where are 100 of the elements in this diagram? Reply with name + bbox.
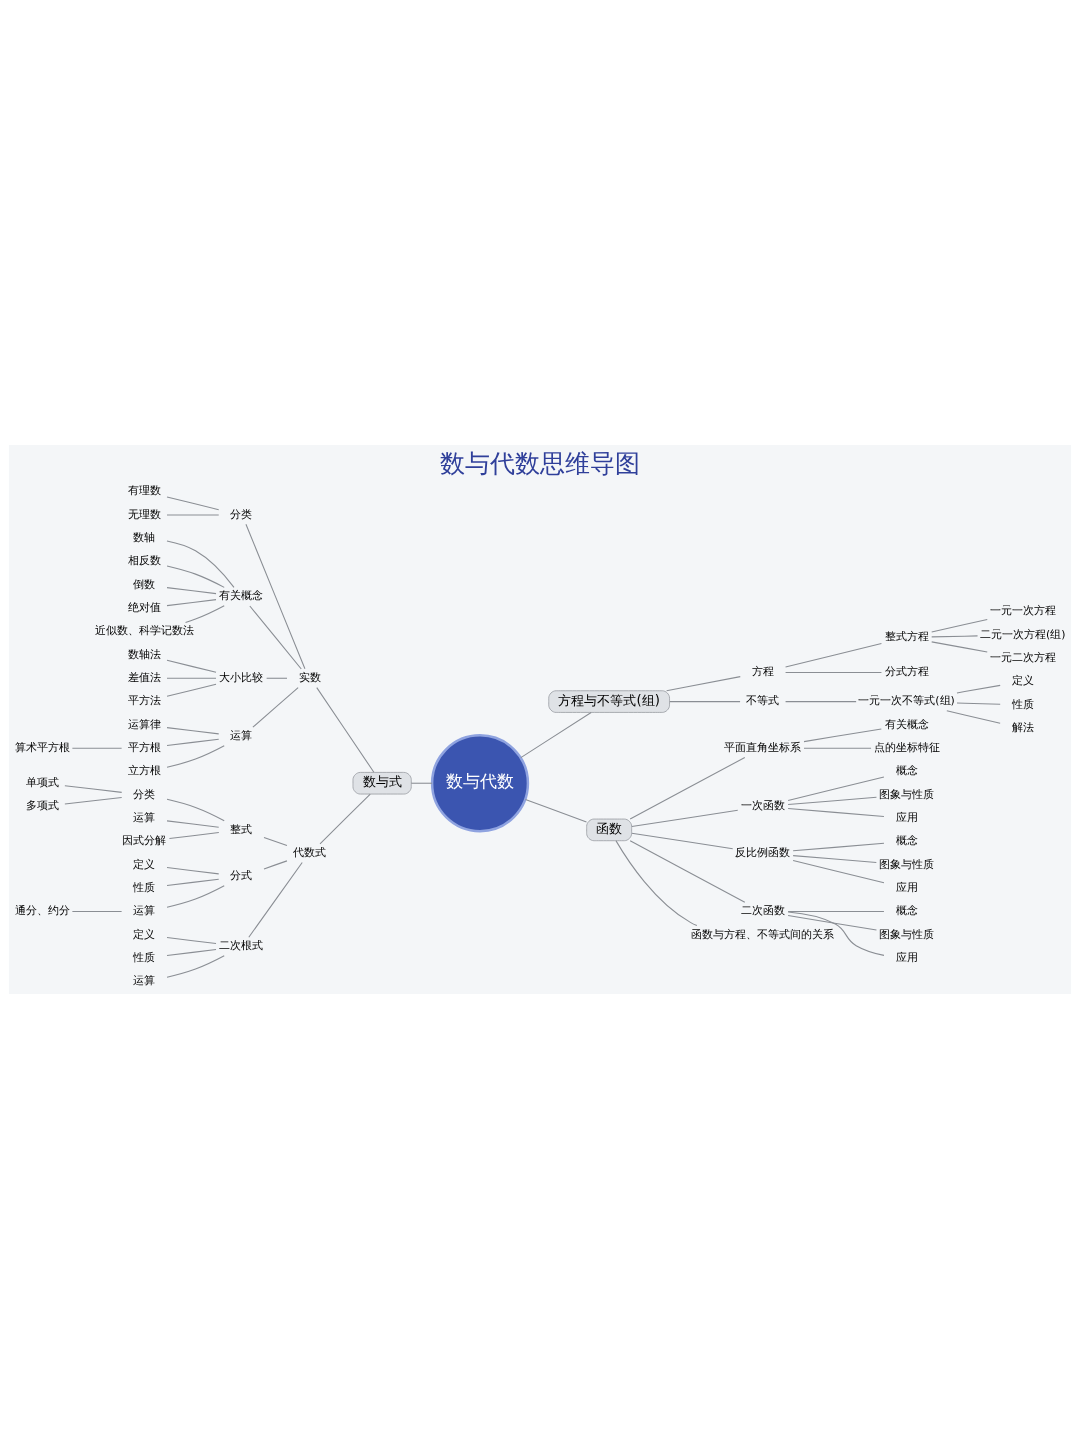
node-text: 整式	[230, 822, 253, 836]
node-text: 运算	[133, 974, 156, 988]
connector	[166, 738, 220, 747]
node-text: 多项式	[25, 799, 59, 813]
connector	[931, 641, 988, 653]
connector	[787, 911, 885, 913]
node-text: 性质	[133, 951, 156, 965]
node-text: 分式方程	[884, 665, 929, 679]
connector	[615, 840, 698, 927]
connector	[166, 745, 225, 768]
node-text: 图象与性质	[879, 787, 935, 801]
connector	[931, 618, 988, 633]
node-text: 性质	[1011, 697, 1034, 711]
node-text: 数轴法	[127, 647, 161, 661]
node-text: 实数	[298, 671, 321, 685]
node-text: 差值法	[127, 671, 161, 685]
connector	[185, 605, 225, 623]
connector	[248, 861, 303, 938]
node-text: 整式方程	[884, 630, 929, 644]
connector	[785, 701, 857, 703]
node-text: 倒数	[133, 577, 156, 591]
connector	[166, 955, 225, 978]
connector	[166, 514, 220, 516]
node-text: 有关概念	[884, 717, 929, 731]
connector	[166, 683, 217, 697]
connector	[166, 798, 225, 822]
node-text: 定义	[133, 857, 156, 871]
connector	[524, 799, 587, 823]
connector	[931, 635, 979, 638]
node-text: 图象与性质	[879, 857, 935, 871]
node-text: 有理数	[127, 484, 161, 498]
node-text: 分类	[133, 787, 156, 801]
connector	[64, 796, 123, 805]
connector	[166, 727, 220, 735]
node-circle: 数与代数	[430, 734, 530, 833]
connector	[792, 855, 877, 863]
connector	[792, 842, 885, 852]
node-text: 近似数、科学记数法	[94, 624, 194, 638]
node-text: 一元二次方程	[989, 651, 1056, 665]
connector	[629, 756, 746, 820]
node-text: 图象与性质	[879, 927, 935, 941]
connector	[410, 782, 433, 784]
connector	[166, 565, 225, 588]
connector	[166, 885, 225, 908]
connector	[316, 687, 375, 773]
connector	[166, 867, 220, 875]
node-text: 二次根式	[219, 939, 264, 953]
node-text: 一次函数	[740, 799, 785, 813]
node-text: 解法	[1011, 721, 1034, 735]
connector	[956, 702, 1001, 705]
connector	[166, 948, 217, 957]
connector	[266, 677, 288, 679]
node-text: 点的坐标特征	[873, 741, 940, 755]
node-text: 定义	[1011, 674, 1034, 688]
connector	[787, 796, 877, 806]
node-text: 运算	[133, 904, 156, 918]
connector	[263, 837, 288, 847]
node-text: 通分、约分	[14, 904, 70, 918]
node-text: 性质	[133, 881, 156, 895]
node-text: 相反数	[127, 554, 161, 568]
node-text: 平方根	[127, 741, 161, 755]
node-text: 应用	[895, 951, 918, 965]
connector	[520, 712, 592, 759]
node-text: 立方根	[127, 764, 161, 778]
connector	[166, 659, 217, 673]
connector	[803, 728, 882, 743]
node-text: 函数与方程、不等式间的关系	[691, 927, 835, 941]
node-text: 不等式	[746, 694, 780, 708]
connector	[166, 496, 220, 511]
connector	[166, 820, 220, 828]
connector	[666, 676, 741, 692]
connector	[168, 832, 220, 840]
connector	[166, 878, 220, 887]
node-text: 运算律	[127, 717, 161, 731]
node-text: 反比例函数	[735, 846, 791, 860]
connector	[64, 785, 123, 793]
node-text: 概念	[895, 904, 918, 918]
node-text: 有关概念	[219, 589, 264, 603]
node-text: 方程	[751, 665, 774, 679]
node-text: 平方法	[127, 694, 161, 708]
connector	[787, 911, 885, 956]
node-text: 分类	[230, 507, 253, 521]
connector	[787, 808, 885, 817]
node-text: 一元一次方程	[989, 604, 1056, 618]
node-text: 因式分解	[122, 834, 167, 848]
connector	[787, 776, 885, 802]
connector	[166, 599, 217, 607]
connector	[956, 684, 1001, 694]
node-box: 数与式	[352, 772, 412, 795]
node-text: 概念	[895, 764, 918, 778]
connector	[669, 701, 741, 703]
connector	[71, 911, 123, 913]
node-box: 函数	[586, 818, 633, 842]
connector	[629, 840, 746, 903]
node-text: 代数式	[293, 846, 327, 860]
node-text: 应用	[895, 881, 918, 895]
node-text: 二元一次方程(组)	[980, 627, 1066, 641]
connector	[631, 832, 734, 850]
connector	[166, 937, 217, 945]
node-text: 无理数	[127, 507, 161, 521]
